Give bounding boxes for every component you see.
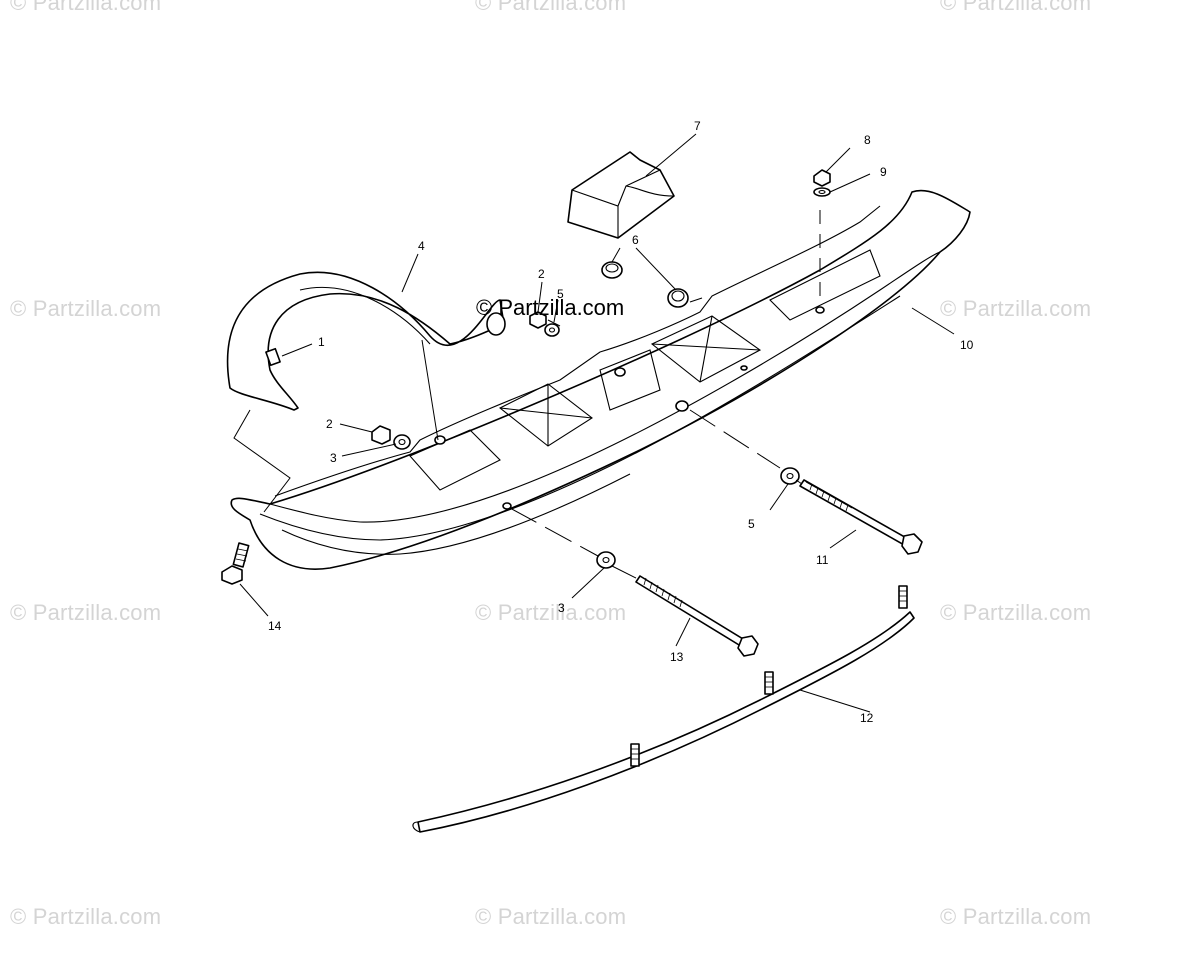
screw-part-14 <box>221 542 250 585</box>
bumper-pad-part-7 <box>567 151 675 239</box>
watermark-bottom-center: © Partzilla.com <box>475 904 627 929</box>
callout-13: 13 <box>670 650 684 664</box>
callout-12: 12 <box>860 711 874 725</box>
callout-4: 4 <box>418 239 425 253</box>
watermark-low-center: © Partzilla.com <box>475 600 627 625</box>
ski-body-part-10 <box>230 189 971 570</box>
watermark-top-right: © Partzilla.com <box>940 0 1092 15</box>
watermark-mid-left: © Partzilla.com <box>10 296 162 321</box>
watermark-top-center: © Partzilla.com <box>475 0 627 15</box>
callout-14: 14 <box>268 619 282 633</box>
callout-3-left: 3 <box>330 451 337 465</box>
assembly-lines <box>233 210 821 579</box>
watermark-low-left: © Partzilla.com <box>10 600 162 625</box>
hardware-parts <box>371 169 831 569</box>
bolt-part-11 <box>799 479 923 555</box>
ski-loop-part-4 <box>226 271 506 411</box>
callout-1: 1 <box>318 335 325 349</box>
callout-numbers: 1 2 2 3 3 4 5 5 6 7 8 9 10 11 12 13 14 <box>268 119 974 725</box>
bushings-part-6 <box>601 261 689 308</box>
wear-bar-part-12 <box>412 585 915 833</box>
callout-7: 7 <box>694 119 701 133</box>
watermark-bottom-right: © Partzilla.com <box>940 904 1092 929</box>
bolt-part-13 <box>635 575 759 657</box>
callout-2-upper: 2 <box>538 267 545 281</box>
callout-9: 9 <box>880 165 887 179</box>
watermark-mid-right: © Partzilla.com <box>940 296 1092 321</box>
callout-5-right: 5 <box>748 517 755 531</box>
callout-5-upper: 5 <box>557 287 564 301</box>
callout-6: 6 <box>632 233 639 247</box>
watermark-low-right: © Partzilla.com <box>940 600 1092 625</box>
callout-10: 10 <box>960 338 974 352</box>
leader-lines <box>239 133 955 713</box>
callout-8: 8 <box>864 133 871 147</box>
watermark-bottom-left: © Partzilla.com <box>10 904 162 929</box>
watermark-center: © Partzilla.com <box>476 295 625 320</box>
callout-2-left: 2 <box>326 417 333 431</box>
callout-11: 11 <box>816 553 829 567</box>
callout-3-lower: 3 <box>558 601 565 615</box>
watermark-top-left: © Partzilla.com <box>10 0 162 15</box>
